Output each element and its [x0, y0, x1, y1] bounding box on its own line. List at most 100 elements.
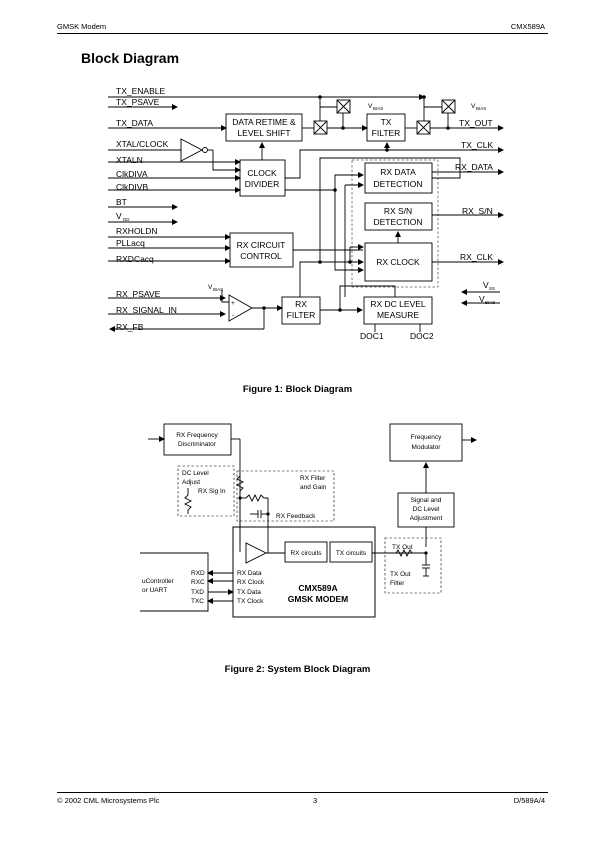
rxcircuit-label-2: CONTROL	[240, 251, 282, 261]
pin-rx-data: RX_DATA	[455, 162, 493, 172]
pin-vss: V	[483, 280, 489, 290]
rx-circuits-label: RX circuits	[290, 550, 322, 557]
footer-left: © 2002 CML Microsystems Plc	[57, 796, 160, 805]
uc-pin-rxc: RXC	[191, 579, 205, 586]
svg-text:-: -	[232, 312, 234, 319]
footer-right: D/589A/4	[513, 796, 545, 805]
rxdatadet-label-2: DETECTION	[373, 179, 422, 189]
svg-text:+: +	[231, 300, 235, 307]
pin-vss-sub: SS	[489, 286, 495, 291]
rxdc-label-2: MEASURE	[377, 310, 419, 320]
vbias-label-3: V	[208, 284, 213, 291]
pin-doc2: DOC2	[410, 331, 434, 341]
dc-level-adjust-2: Adjust	[182, 479, 200, 486]
pin-rxdcacq: RXDCacq	[116, 254, 154, 264]
header-left: GMSK Modem	[57, 22, 107, 31]
rx-sn-detection-block	[364, 202, 433, 231]
retime-label-2: LEVEL SHIFT	[237, 128, 290, 138]
data-retime-block	[225, 113, 303, 142]
rx-circuits-block	[284, 541, 328, 563]
rx-dc-level-block	[363, 296, 433, 325]
pin-rx-sn: RX_S/N	[462, 206, 493, 216]
page-number: 3	[313, 796, 318, 805]
freq-mod-label-2: Modulator	[412, 444, 442, 451]
retime-label-1: DATA RETIME &	[232, 117, 296, 127]
rxcircuit-label-1: RX CIRCUIT	[237, 240, 286, 250]
pin-rxholdn: RXHOLDN	[116, 226, 158, 236]
pin-rx-fb: RX_FB	[116, 322, 144, 332]
pin-tx-psave: TX_PSAVE	[116, 97, 160, 107]
rx-freq-disc-label-1: RX Frequency	[176, 432, 218, 439]
rxdatadet-label-1: RX DATA	[380, 167, 416, 177]
uc-pin-txc: TXC	[191, 598, 204, 605]
uc-label-2: or UART	[142, 587, 167, 594]
pin-tx-enable: TX_ENABLE	[116, 86, 165, 96]
pin-vdd: V	[116, 211, 122, 221]
tx-circuits-label: TX circuits	[336, 550, 367, 557]
uc-label-1: uController	[142, 578, 175, 585]
figure-1-caption: Figure 1: Block Diagram	[242, 384, 353, 395]
rx-sig-in-label: RX Sig In	[198, 488, 226, 495]
section-title: Block Diagram	[81, 50, 180, 66]
vbias-sub-3: BIAS	[213, 287, 223, 292]
pin-vbias: V	[479, 294, 485, 304]
chip-desc: GMSK MODEM	[288, 594, 348, 604]
vbias-sub-2: BIAS	[476, 106, 486, 111]
rxclock-label: RX CLOCK	[376, 257, 420, 267]
pin-rx-psave: RX_PSAVE	[116, 289, 161, 299]
tx-out-filter-1: TX Out	[390, 571, 411, 578]
tx-out-filter-2: Filter	[390, 580, 405, 587]
rxsn-label-2: DETECTION	[373, 217, 422, 227]
pin-tx-clk: TX_CLK	[461, 140, 493, 150]
pin-xtal-clock: XTAL/CLOCK	[116, 139, 169, 149]
vbias-sub-1: BIAS	[373, 106, 383, 111]
header-right: CMX589A	[510, 22, 545, 31]
uc-pin-txd: TXD	[191, 589, 204, 596]
header-rule	[57, 33, 548, 34]
vbias-label-2: V	[471, 103, 476, 110]
rxdc-label-1: RX DC LEVEL	[370, 299, 426, 309]
chip-pin-tx-clock: TX Clock	[237, 598, 264, 605]
chip-name: CMX589A	[298, 583, 337, 593]
signal-dc-label-3: Adjustment	[410, 515, 443, 522]
rxfilter-label-2: FILTER	[287, 310, 316, 320]
clockdiv-label-1: CLOCK	[247, 168, 277, 178]
pin-vbias-sub: BIAS	[485, 300, 495, 305]
pin-rx-clk: RX_CLK	[460, 252, 493, 262]
footer-rule	[57, 792, 548, 793]
freq-mod-label-1: Frequency	[411, 434, 442, 441]
signal-dc-label-1: Signal and	[411, 497, 442, 504]
vbias-label-1: V	[368, 103, 373, 110]
rx-filter-gain-2: and Gain	[300, 484, 327, 491]
figure-2-caption: Figure 2: System Block Diagram	[224, 664, 371, 675]
clockdiv-label-2: DIVIDER	[245, 179, 279, 189]
pin-vdd-sub: DD	[123, 217, 130, 222]
tx-circuits-block	[329, 541, 373, 563]
pin-bt: BT	[116, 197, 127, 207]
txfilter-label-2: FILTER	[372, 128, 401, 138]
pin-doc1: DOC1	[360, 331, 384, 341]
rx-filter-gain-1: RX Filter	[300, 475, 326, 482]
rx-freq-disc-label-2: Discriminator	[178, 441, 217, 448]
pin-clkdiva: ClkDIVA	[116, 169, 148, 179]
freq-mod-block	[389, 423, 463, 462]
rx-feedback-label: RX Feedback	[276, 513, 316, 520]
pin-pllacq: PLLacq	[116, 238, 145, 248]
tx-out-label: TX Out	[392, 544, 413, 551]
dc-level-adjust-1: DC Level	[182, 470, 209, 477]
signal-dc-label-2: DC Level	[413, 506, 440, 513]
rxfilter-label-1: RX	[295, 299, 307, 309]
pin-tx-data: TX_DATA	[116, 118, 153, 128]
pin-xtaln: XTALN	[116, 155, 143, 165]
rxsn-label-1: RX S/N	[384, 206, 412, 216]
txfilter-label-1: TX	[381, 117, 392, 127]
chip-pin-tx-data: TX Data	[237, 589, 261, 596]
pin-rx-signal-in: RX_SIGNAL_IN	[116, 305, 177, 315]
pin-clkdivb: ClkDIVB	[116, 182, 148, 192]
rx-freq-disc-block	[163, 423, 232, 456]
cmx589a-chip	[232, 526, 376, 618]
chip-pin-rx-data: RX Data	[237, 570, 262, 577]
uc-pin-rxd: RXD	[191, 570, 205, 577]
